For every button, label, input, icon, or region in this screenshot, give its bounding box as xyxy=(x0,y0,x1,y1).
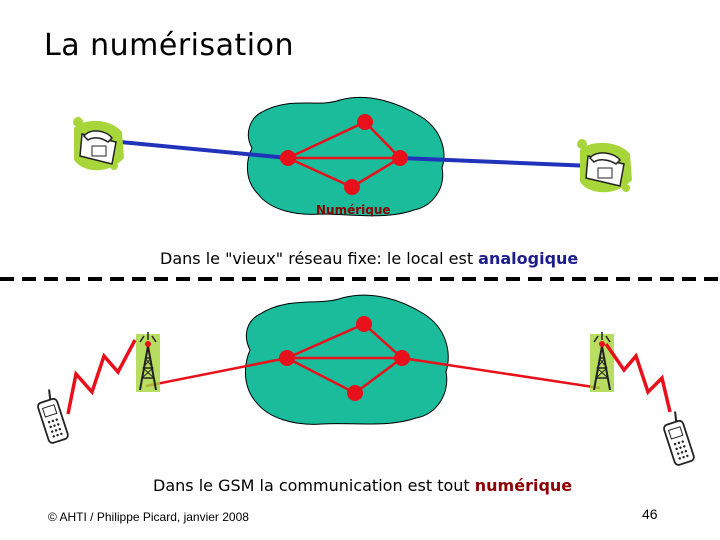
local-line-left xyxy=(119,140,289,160)
caption-fixed-accent: analogique xyxy=(478,249,579,268)
mobile-phone-icon xyxy=(37,389,69,444)
radio-link-right xyxy=(604,343,672,413)
caption-gsm-network: Dans le GSM la communication est tout nu… xyxy=(153,476,572,495)
mobile-phone-icon xyxy=(663,411,695,466)
caption-gsm-prefix: Dans le GSM la communication est tout xyxy=(153,476,475,495)
telephone-icon xyxy=(73,117,124,171)
caption-fixed-network: Dans le "vieux" réseau fixe: le local es… xyxy=(160,249,578,268)
caption-fixed-prefix: Dans le "vieux" réseau fixe: le local es… xyxy=(160,249,479,268)
network-links-top xyxy=(287,120,401,189)
caption-gsm-accent: numérique xyxy=(474,476,573,495)
network-links-bottom xyxy=(145,322,601,395)
network-cloud-top xyxy=(247,96,445,217)
radio-link-left xyxy=(66,339,137,415)
page-number: 46 xyxy=(642,506,658,522)
network-cloud-bottom xyxy=(245,294,449,425)
network-label-numerique: Numérique xyxy=(316,203,391,217)
antenna-tower-icon xyxy=(136,332,160,392)
network-nodes-top xyxy=(280,114,408,195)
telephone-icon xyxy=(577,139,632,193)
footer-copyright: © AHTI / Philippe Picard, janvier 2008 xyxy=(48,510,249,524)
antenna-tower-icon xyxy=(590,332,614,392)
page-title: La numérisation xyxy=(44,28,294,63)
local-line-right xyxy=(399,156,593,168)
network-nodes-bottom xyxy=(279,316,410,401)
